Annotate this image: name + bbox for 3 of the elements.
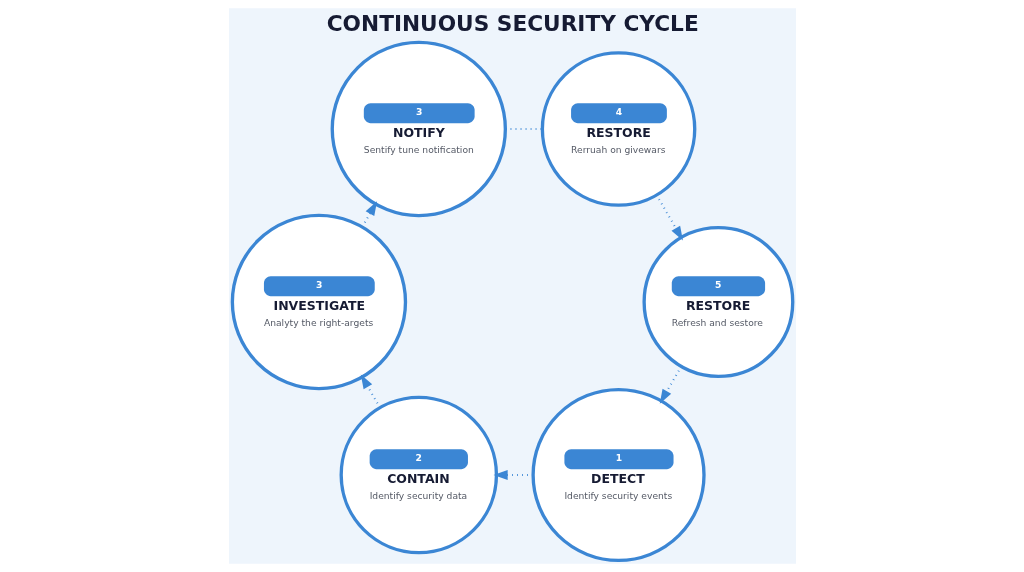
node-circle: 4 RESTORE Rerruah on givewars [540,51,696,207]
diagram-title: CONTINUOUS SECURITY CYCLE [326,11,699,37]
node-circle: 2 CONTAIN Identify security data [339,395,498,555]
